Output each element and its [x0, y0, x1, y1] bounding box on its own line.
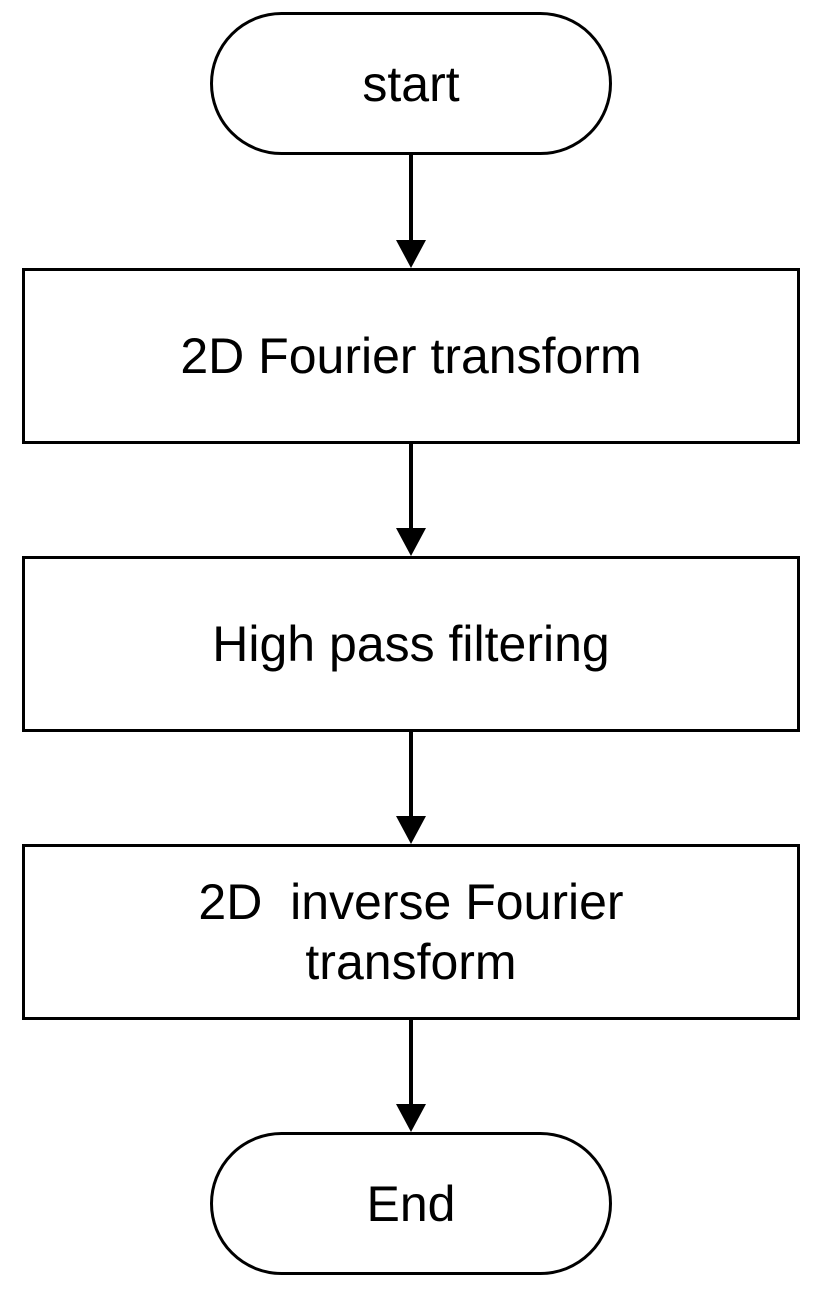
arrow-step2-to-step3 — [396, 732, 426, 844]
arrow-step1-to-step2 — [396, 444, 426, 556]
start-label: start — [362, 55, 460, 112]
process-step-high-pass-filtering: High pass filtering — [22, 556, 800, 732]
arrow-step3-to-end — [396, 1020, 426, 1132]
arrow-head-icon — [396, 816, 426, 844]
start-terminal: start — [210, 12, 612, 155]
step-label: 2D inverse Fourier transform — [198, 874, 638, 990]
step-label: 2D Fourier transform — [180, 328, 642, 384]
arrow-head-icon — [396, 1104, 426, 1132]
arrow-head-icon — [396, 528, 426, 556]
end-label: End — [366, 1175, 456, 1232]
process-step-fourier-transform: 2D Fourier transform — [22, 268, 800, 444]
step-label: High pass filtering — [212, 616, 610, 672]
arrow-start-to-step1 — [396, 155, 426, 268]
process-step-inverse-fourier-transform: 2D inverse Fourier transform — [22, 844, 800, 1020]
end-terminal: End — [210, 1132, 612, 1275]
arrow-head-icon — [396, 240, 426, 268]
